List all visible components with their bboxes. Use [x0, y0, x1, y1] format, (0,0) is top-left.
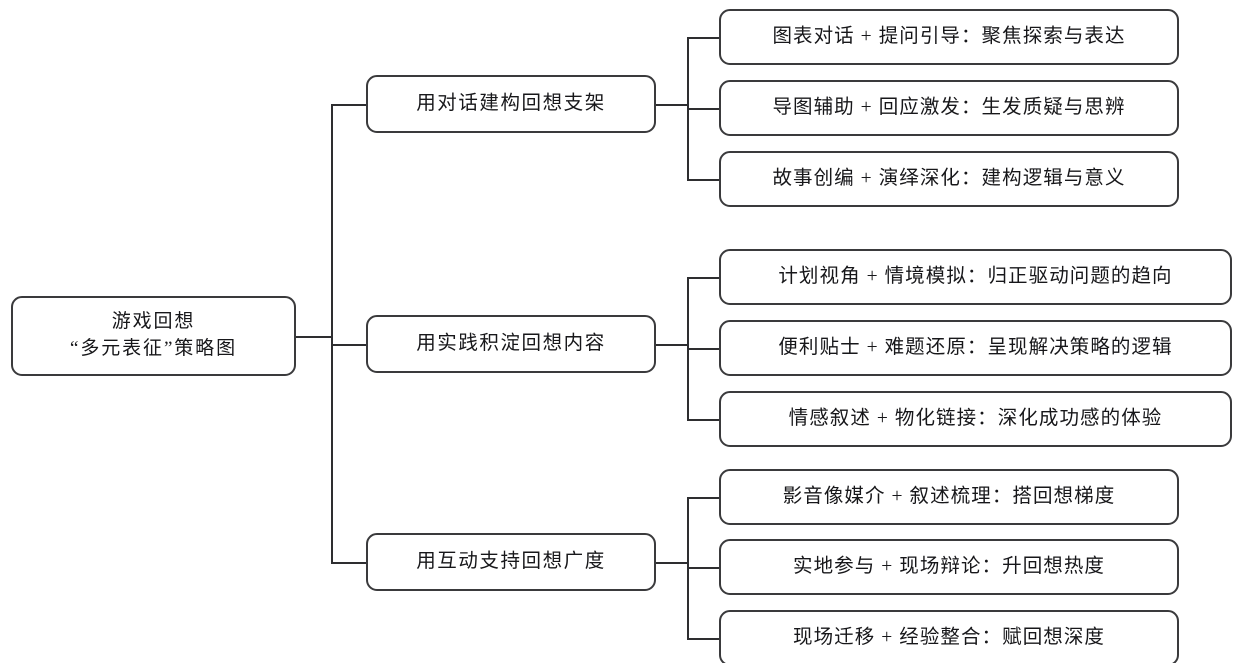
leaf-node-1-1[interactable]: 图表对话 + 提问引导：聚焦探索与表达 — [719, 9, 1179, 65]
connector-group1-leaf-stub-3 — [687, 179, 720, 181]
connector-group1-out — [655, 104, 688, 106]
leaf-node-2-1[interactable]: 计划视角 + 情境模拟：归正驱动问题的趋向 — [719, 249, 1232, 305]
connector-root-stub — [295, 336, 332, 338]
connector-group1-leaf-stub-1 — [687, 37, 720, 39]
leaf-node-2-3[interactable]: 情感叙述 + 物化链接：深化成功感的体验 — [719, 391, 1232, 447]
connector-branch-stub-3 — [331, 562, 367, 564]
connector-group3-leaf-stub-2 — [687, 567, 720, 569]
leaf-node-1-3[interactable]: 故事创编 + 演绎深化：建构逻辑与意义 — [719, 151, 1179, 207]
leaf-node-1-2[interactable]: 导图辅助 + 回应激发：生发质疑与思辨 — [719, 80, 1179, 136]
connector-group1-leaf-stub-2 — [687, 108, 720, 110]
leaf-node-3-3[interactable]: 现场迁移 + 经验整合：赋回想深度 — [719, 610, 1179, 663]
branch-node-2[interactable]: 用实践积淀回想内容 — [366, 315, 656, 373]
root-node[interactable]: 游戏回想 “多元表征”策略图 — [11, 296, 296, 376]
connector-group2-leaf-stub-1 — [687, 277, 720, 279]
connector-branch-stub-2 — [331, 344, 367, 346]
leaf-node-3-2[interactable]: 实地参与 + 现场辩论：升回想热度 — [719, 539, 1179, 595]
connector-main-trunk — [331, 104, 333, 563]
connector-group2-leaf-stub-3 — [687, 419, 720, 421]
branch-node-1[interactable]: 用对话建构回想支架 — [366, 75, 656, 133]
connector-group3-leaf-stub-1 — [687, 497, 720, 499]
branch-node-3[interactable]: 用互动支持回想广度 — [366, 533, 656, 591]
connector-group3-out — [655, 562, 688, 564]
leaf-node-3-1[interactable]: 影音像媒介 + 叙述梳理：搭回想梯度 — [719, 469, 1179, 525]
connector-branch-stub-1 — [331, 104, 367, 106]
connector-group2-out — [655, 344, 688, 346]
connector-group3-leaf-stub-3 — [687, 638, 720, 640]
connector-group2-leaf-stub-2 — [687, 348, 720, 350]
leaf-node-2-2[interactable]: 便利贴士 + 难题还原：呈现解决策略的逻辑 — [719, 320, 1232, 376]
